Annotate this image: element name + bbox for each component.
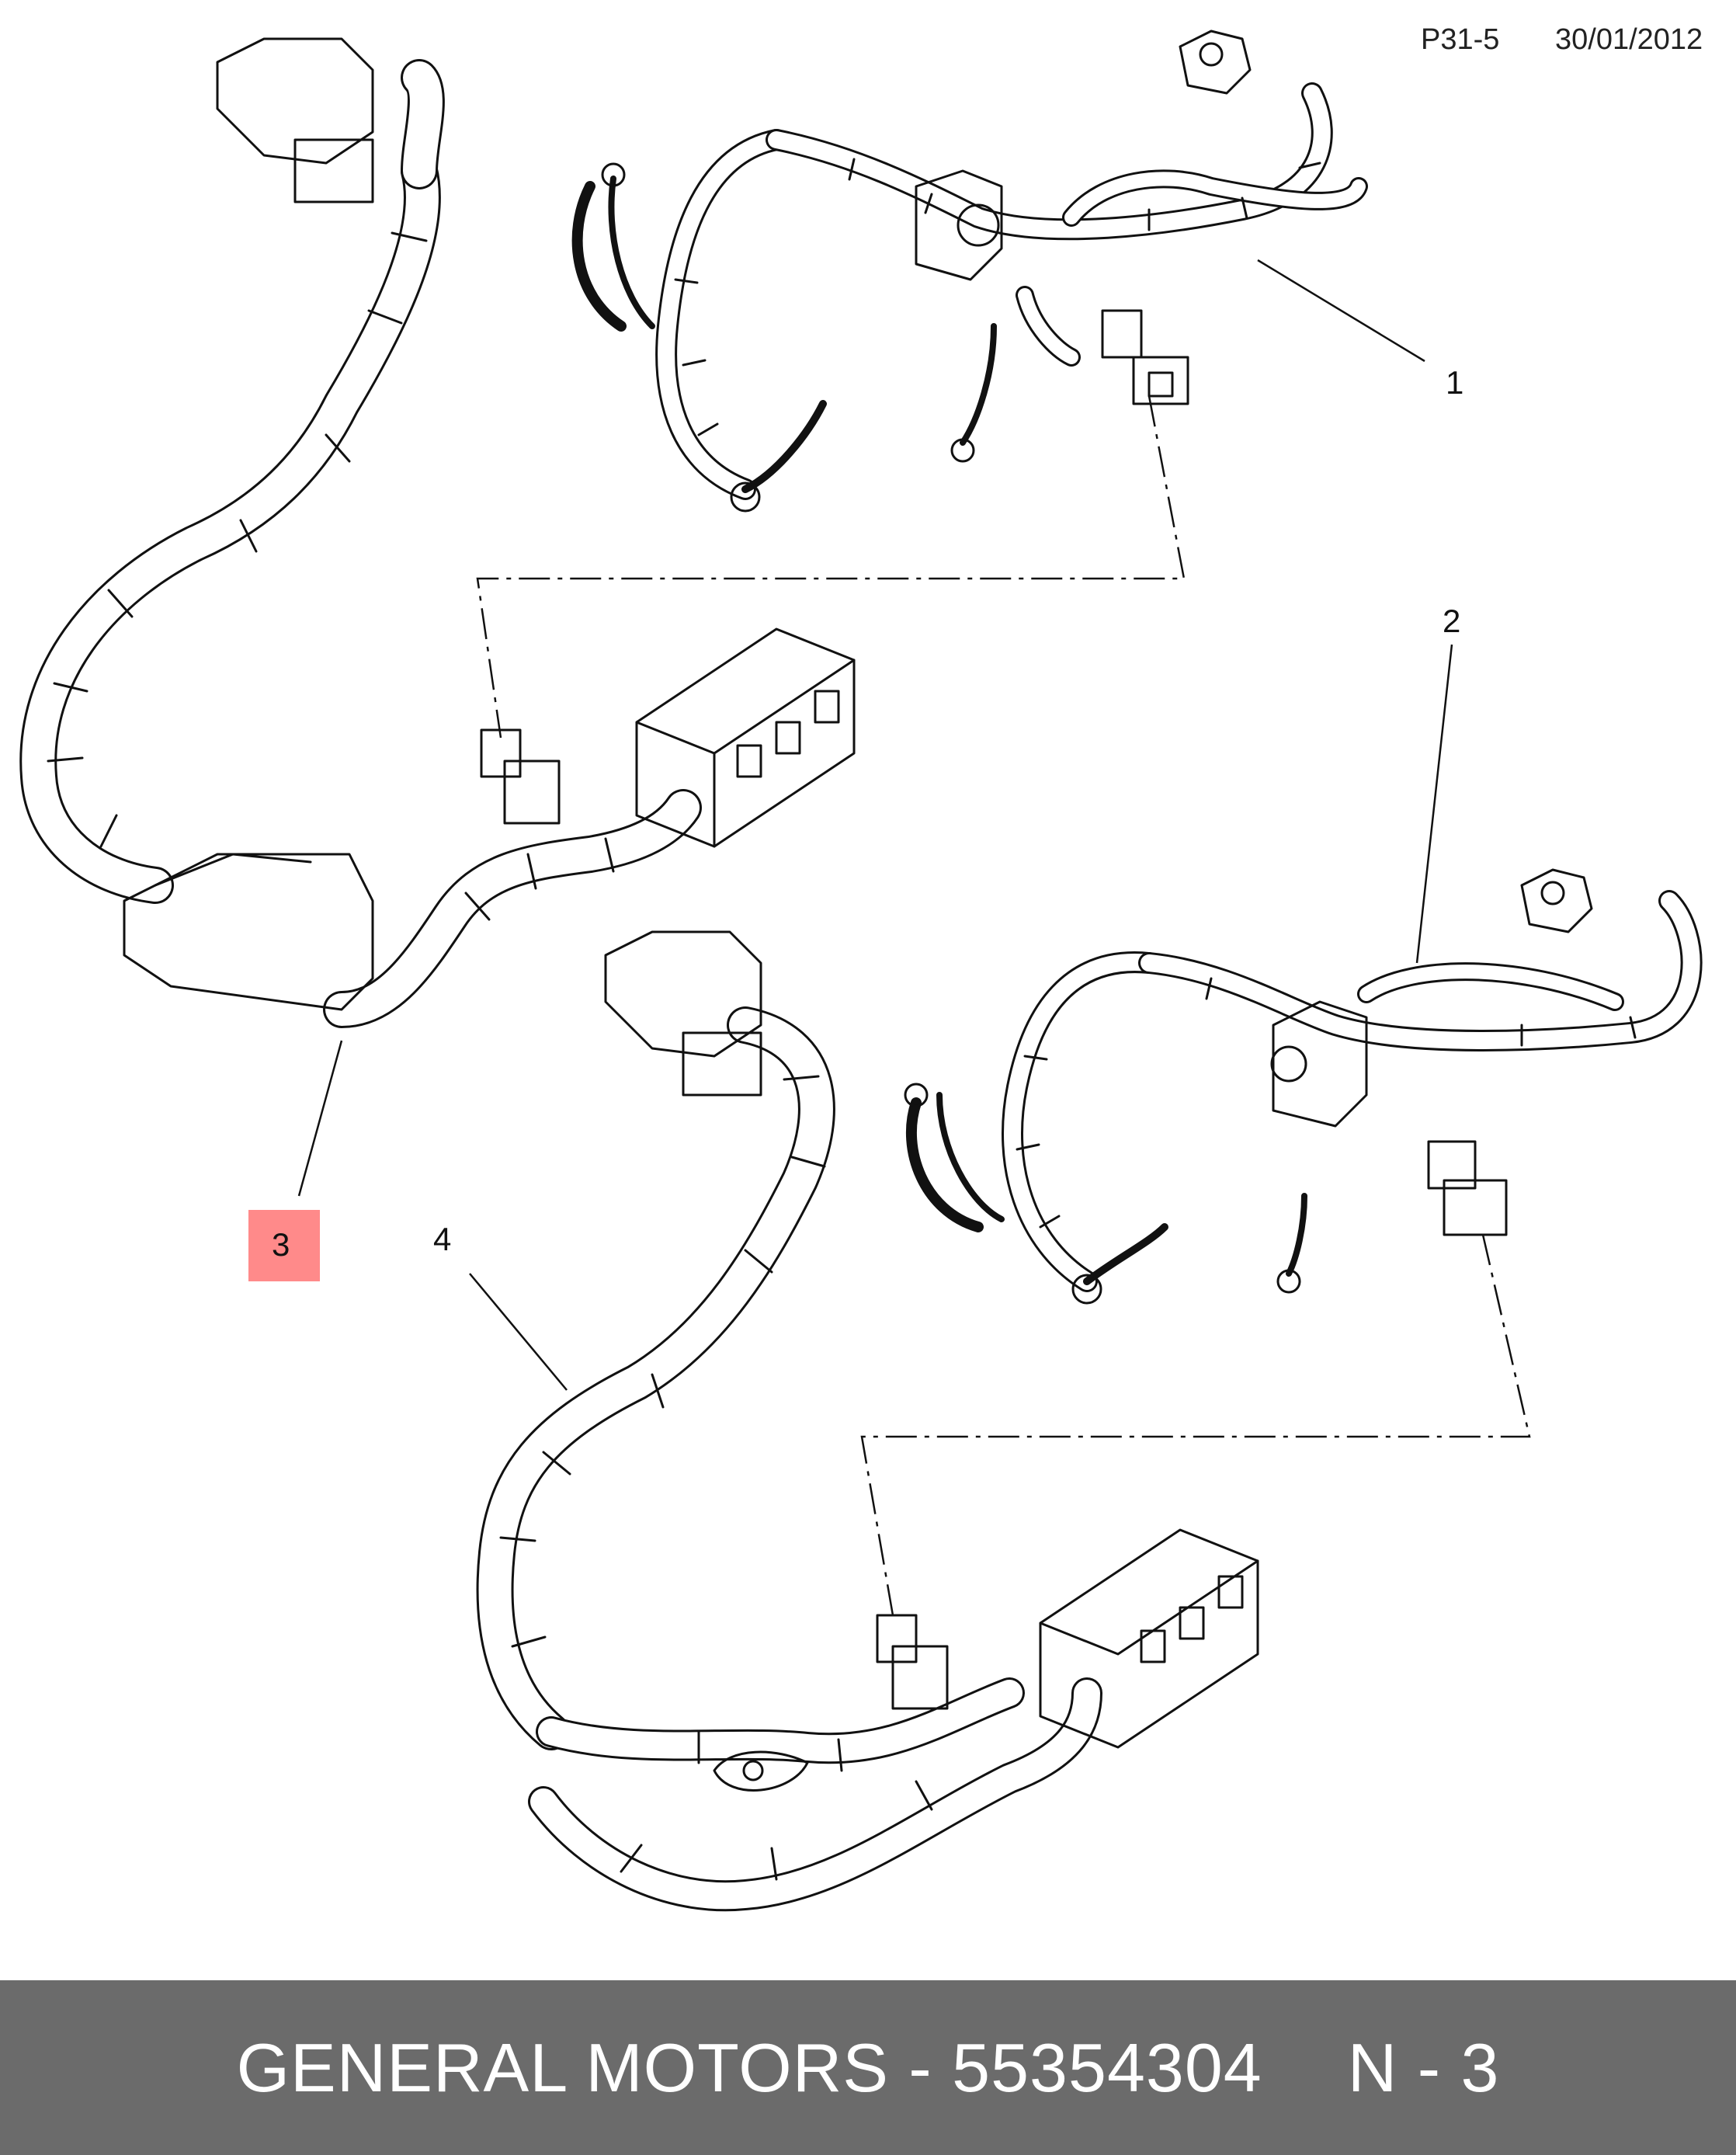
callout-labels: 1 2 3 4 — [248, 364, 1463, 1281]
wiring-harness-diagram: 1 2 3 4 — [19, 30, 1703, 1912]
harness-2 — [904, 868, 1703, 1305]
callout-3: 3 — [272, 1226, 290, 1263]
callout-3-highlight — [248, 1210, 320, 1281]
drawing-date: 30/01/2012 — [1555, 23, 1703, 56]
harness-4 — [476, 930, 1259, 1912]
harness-3 — [19, 37, 856, 1028]
connection-lines — [476, 395, 1531, 1616]
harness-1 — [571, 30, 1368, 513]
leader-lines — [297, 259, 1453, 1391]
callout-1: 1 — [1446, 364, 1463, 401]
item-reference: N - 3 — [1347, 2028, 1500, 2106]
drawing-reference: P31-5 — [1421, 23, 1500, 56]
callout-2: 2 — [1443, 603, 1460, 639]
callout-4: 4 — [433, 1221, 451, 1257]
part-number-banner: GENERAL MOTORS - 55354304 N - 3 — [0, 1980, 1736, 2155]
brand-part-number: GENERAL MOTORS - 55354304 — [236, 2028, 1262, 2106]
